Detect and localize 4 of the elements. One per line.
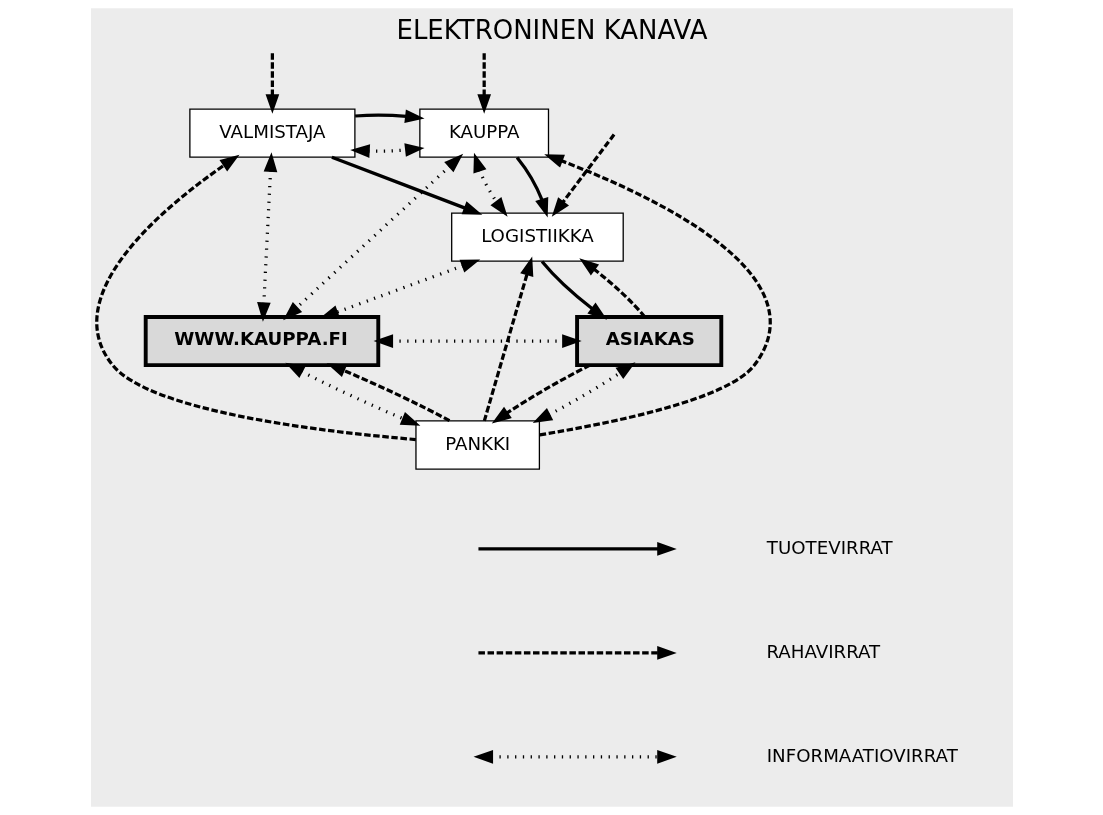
legend-label: TUOTEVIRRAT [766, 536, 893, 558]
legend-label: RAHAVIRRAT [765, 640, 880, 662]
legend-label: INFORMAATIOVIRRAT [766, 744, 958, 766]
diagram-title: ELEKTRONINEN KANAVA [396, 15, 707, 46]
